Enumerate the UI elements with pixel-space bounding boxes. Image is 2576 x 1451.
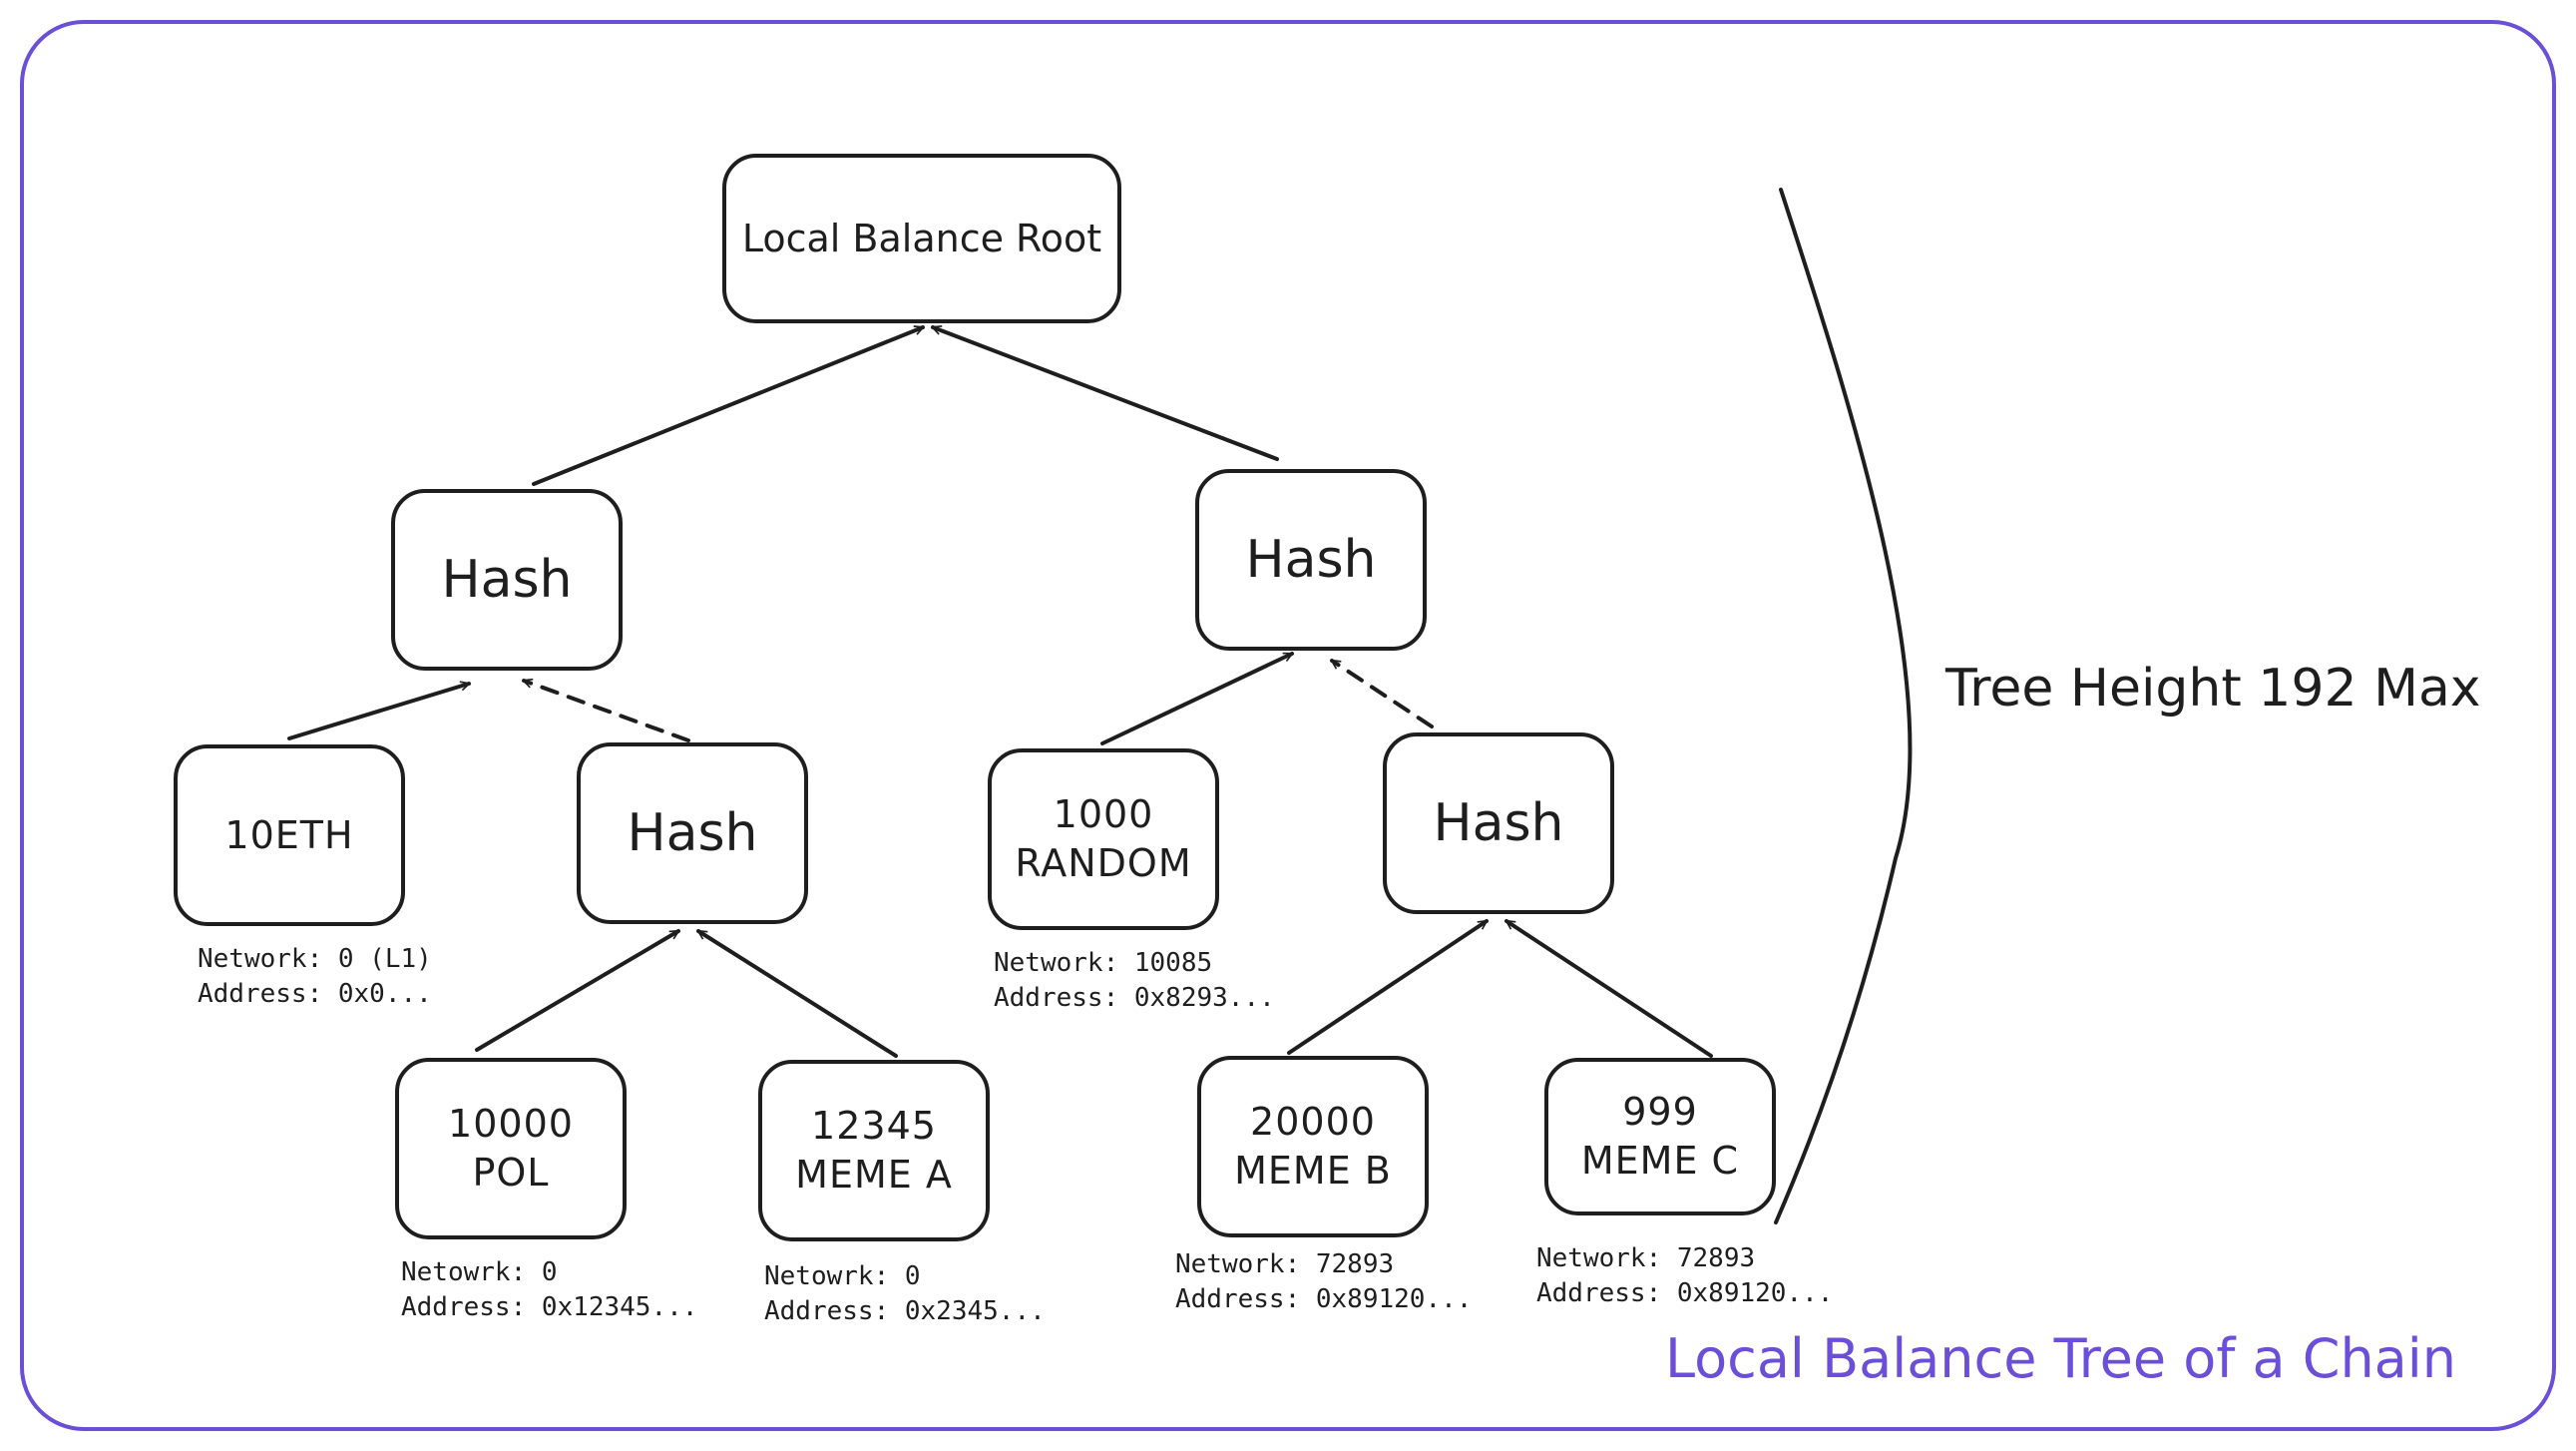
node-label: 1000 RANDOM (1015, 792, 1192, 885)
hash-node-right-inner[interactable]: Hash (1383, 732, 1614, 914)
address-text: Address: 0x0... (198, 979, 432, 1010)
diagram-title: Local Balance Tree of a Chain (1664, 1327, 2456, 1390)
leaf-meta-10eth: Network: 0 (L1) Address: 0x0... (198, 942, 432, 1013)
leaf-node-999-meme-c[interactable]: 999 MEME C (1544, 1058, 1776, 1215)
address-text: Address: 0x2345... (764, 1296, 1046, 1327)
leaf-node-10eth[interactable]: 10ETH (174, 744, 405, 926)
leaf-meta-1000-random: Network: 10085 Address: 0x8293... (994, 946, 1275, 1017)
hash-node-left-inner[interactable]: Hash (577, 742, 808, 924)
local-balance-root-node[interactable]: Local Balance Root (722, 154, 1121, 323)
edge-1000-random-to-hash-right (1100, 652, 1292, 745)
canvas-frame (20, 20, 2556, 1431)
node-label: 12345 MEME A (795, 1104, 953, 1197)
tree-height-label: Tree Height 192 Max (1945, 659, 2481, 719)
node-label: Hash (441, 549, 573, 610)
leaf-node-12345-meme-a[interactable]: 12345 MEME A (758, 1060, 990, 1241)
edge-12345-meme-a-to-hash-left-inner (698, 929, 898, 1058)
node-label: Hash (1433, 792, 1564, 853)
network-text: Network: 72893 (1175, 1249, 1395, 1279)
hash-node-right[interactable]: Hash (1195, 469, 1427, 651)
edge-hash-left-inner-to-hash-left (524, 681, 690, 742)
node-label: Local Balance Root (741, 216, 1102, 260)
edge-hash-right-to-root (933, 325, 1279, 461)
node-label: 10ETH (224, 812, 354, 857)
leaf-meta-10000-pol: Netowrk: 0 Address: 0x12345... (401, 1255, 697, 1326)
address-text: Address: 0x8293... (994, 983, 1275, 1014)
leaf-node-1000-random[interactable]: 1000 RANDOM (988, 748, 1219, 930)
leaf-meta-12345-meme-a: Netowrk: 0 Address: 0x2345... (764, 1259, 1046, 1330)
address-text: Address: 0x89120... (1175, 1284, 1473, 1315)
address-text: Address: 0x12345... (401, 1292, 698, 1323)
leaf-node-20000-meme-b[interactable]: 20000 MEME B (1197, 1056, 1429, 1237)
node-label: Hash (627, 802, 758, 863)
network-text: Netowrk: 0 (401, 1257, 558, 1287)
hash-node-left[interactable]: Hash (391, 489, 623, 671)
edge-hash-left-to-root (532, 325, 923, 486)
node-label: 999 MEME C (1580, 1090, 1740, 1183)
network-text: Network: 0 (L1) (198, 944, 432, 974)
edge-20000-meme-b-to-hash-right-inner (1287, 919, 1489, 1055)
leaf-node-10000-pol[interactable]: 10000 POL (395, 1058, 627, 1239)
node-label: 10000 POL (448, 1102, 574, 1195)
network-text: Network: 10085 (994, 948, 1213, 978)
edge-10000-pol-to-hash-left-inner (475, 929, 678, 1052)
node-label: 20000 MEME B (1234, 1100, 1392, 1193)
leaf-meta-999-meme-c: Network: 72893 Address: 0x89120... (1536, 1241, 1833, 1312)
edge-hash-right-inner-to-hash-right (1330, 659, 1434, 728)
edge-10eth-to-hash-left (287, 684, 469, 740)
network-text: Network: 72893 (1536, 1243, 1756, 1273)
tree-height-brace (1774, 188, 1913, 1224)
network-text: Netowrk: 0 (764, 1261, 921, 1291)
address-text: Address: 0x89120... (1536, 1278, 1834, 1309)
leaf-meta-20000-meme-b: Network: 72893 Address: 0x89120... (1175, 1247, 1472, 1318)
node-label: Hash (1245, 529, 1377, 590)
edge-999-meme-c-to-hash-right-inner (1506, 919, 1713, 1058)
